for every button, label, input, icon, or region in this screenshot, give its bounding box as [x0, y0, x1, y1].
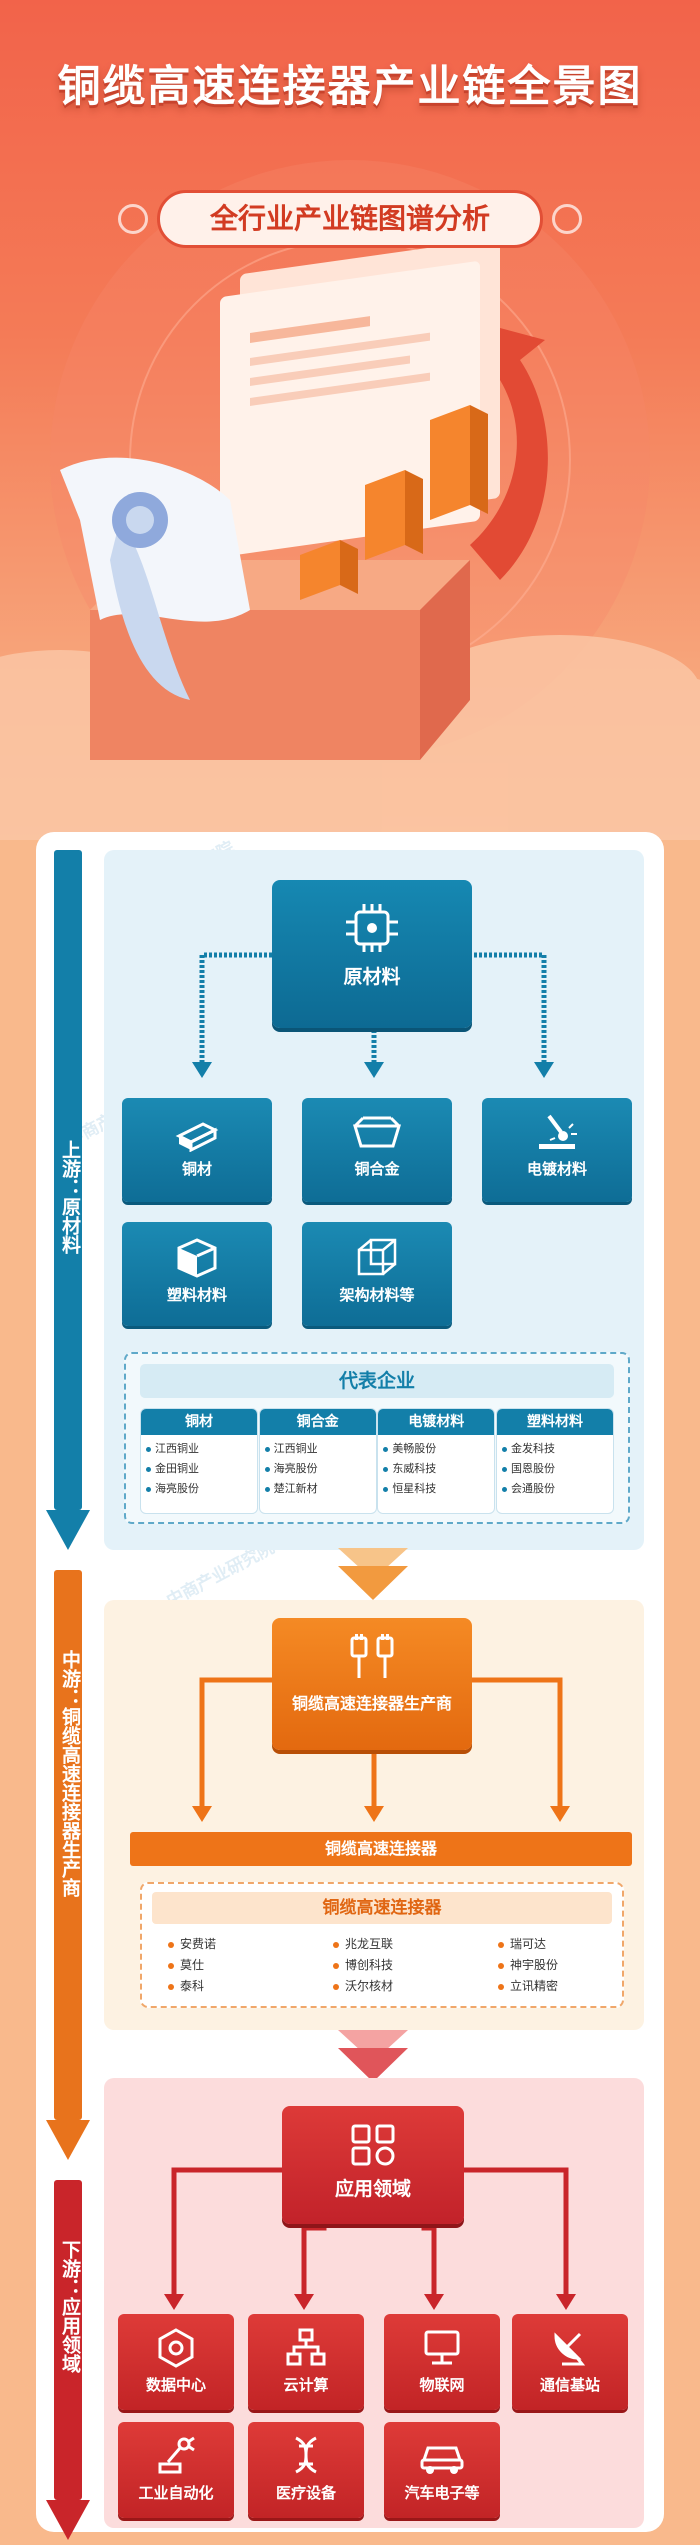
- company-name: 海亮股份: [141, 1479, 257, 1499]
- subtitle-pill: 全行业产业链图谱分析: [157, 190, 543, 248]
- upstream-hub-label: 原材料: [343, 966, 401, 988]
- company-name: 会通股份: [497, 1479, 613, 1499]
- tile-base-station: 通信基站: [512, 2314, 628, 2410]
- company-category: 铜合金: [259, 1409, 376, 1435]
- manufacturer-column: 瑞可达 神宇股份 立讯精密: [496, 1934, 606, 1997]
- manufacturer-name: 瑞可达: [496, 1934, 606, 1955]
- tile-auto-electronics: 汽车电子等: [384, 2422, 500, 2518]
- manufacturer-name: 沃尔核材: [331, 1976, 461, 1997]
- company-column: 电镀材料 美畅股份 东威科技 恒星科技: [377, 1408, 496, 1514]
- tile-label: 塑料材料: [166, 1286, 227, 1304]
- tile-cloud-computing: 云计算: [248, 2314, 364, 2410]
- manufacturers-grid: 安费诺 莫仕 泰科 兆龙互联 博创科技 沃尔核材 瑞可达 神宇股份 立讯精密: [166, 1934, 606, 1997]
- manufacturer-name: 莫仕: [166, 1955, 296, 1976]
- satellite-dish-icon: [554, 2332, 586, 2366]
- tile-plating: 电镀材料: [482, 1098, 632, 1202]
- tile-label: 铜合金: [354, 1160, 400, 1178]
- company-name: 美畅股份: [378, 1439, 494, 1459]
- header-illustration: [0, 160, 700, 840]
- stage-arrows: [46, 850, 90, 2540]
- page-title: 铜缆高速连接器产业链全景图: [57, 62, 643, 112]
- company-name: 江西铜业: [260, 1439, 376, 1459]
- tile-medical-equipment: 医疗设备: [248, 2422, 364, 2518]
- manufacturer-name: 神宇股份: [496, 1955, 606, 1976]
- company-name: 国恩股份: [497, 1459, 613, 1479]
- manufacturer-name: 安费诺: [166, 1934, 296, 1955]
- company-name: 金发科技: [497, 1439, 613, 1459]
- tile-copper: 铜材: [122, 1098, 272, 1202]
- apps-grid-icon: [351, 2124, 395, 2166]
- company-category: 电镀材料: [378, 1409, 495, 1435]
- company-column: 塑料材料 金发科技 国恩股份 会通股份: [495, 1408, 614, 1514]
- tile-plastic: 塑料材料: [122, 1222, 272, 1326]
- dna-icon: [295, 2436, 317, 2474]
- company-category: 塑料材料: [496, 1409, 613, 1435]
- company-name: 东威科技: [378, 1459, 494, 1479]
- data-center-icon: [158, 2328, 194, 2368]
- company-column: 铜材 江西铜业 金田铜业 海亮股份: [140, 1408, 258, 1514]
- tile-label: 医疗设备: [275, 2484, 336, 2502]
- companies-grid: 铜材 江西铜业 金田铜业 海亮股份 铜合金 江西铜业 海亮股份 楚江新材 电镀材…: [140, 1408, 614, 1518]
- midstream-hub: 铜缆高速连接器生产商: [272, 1618, 472, 1750]
- stage-label-upstream: 上游：原材料: [59, 1140, 81, 1254]
- pill-decoration-left-icon: [118, 204, 148, 234]
- connector-plug-icon: [350, 1634, 394, 1678]
- company-name: 海亮股份: [260, 1459, 376, 1479]
- company-name: 楚江新材: [260, 1479, 376, 1499]
- midstream-connectors: [192, 1677, 570, 1822]
- stage-label-midstream: 中游：铜缆高速连接器生产商: [59, 1650, 81, 1897]
- tile-label: 数据中心: [145, 2376, 206, 2394]
- tile-label: 物联网: [419, 2376, 465, 2394]
- company-name: 金田铜业: [141, 1459, 257, 1479]
- manufacturer-name: 立讯精密: [496, 1976, 606, 1997]
- tile-label: 架构材料等: [339, 1286, 415, 1304]
- alloy-tray-icon: [352, 1116, 402, 1148]
- tile-label: 铜材: [181, 1160, 212, 1178]
- manufacturers-title: 铜缆高速连接器: [152, 1892, 612, 1924]
- car-icon: [420, 2446, 464, 2474]
- manufacturer-name: 博创科技: [331, 1955, 461, 1976]
- company-name: 恒星科技: [378, 1479, 494, 1499]
- chevron-down-icon: [338, 2030, 408, 2082]
- companies-title: 代表企业: [140, 1364, 614, 1398]
- header-banner: 铜缆高速连接器产业链全景图 全行业产业链图谱分析: [0, 0, 700, 840]
- downstream-hub: 应用领域: [282, 2106, 464, 2224]
- tile-label: 通信基站: [539, 2376, 600, 2394]
- robot-arm-icon: [158, 2436, 195, 2474]
- midstream-hub-label: 铜缆高速连接器生产商: [291, 1694, 452, 1713]
- copper-bar-icon: [175, 1122, 219, 1152]
- downstream-hub-label: 应用领域: [334, 2178, 411, 2200]
- tile-framework: 架构材料等: [302, 1222, 452, 1326]
- upstream-hub: 原材料: [272, 880, 472, 1028]
- company-name: 江西铜业: [141, 1439, 257, 1459]
- tile-industrial-automation: 工业自动化: [118, 2422, 234, 2518]
- manufacturer-name: 泰科: [166, 1976, 296, 1997]
- tile-copper-alloy: 铜合金: [302, 1098, 452, 1202]
- tile-label: 电镀材料: [526, 1160, 587, 1178]
- product-band: 铜缆高速连接器: [130, 1832, 632, 1866]
- frame-cube-icon: [357, 1238, 397, 1276]
- tile-iot: 物联网: [384, 2314, 500, 2410]
- company-category: 铜材: [141, 1409, 257, 1435]
- tile-label: 云计算: [283, 2376, 329, 2394]
- plating-icon: [539, 1114, 577, 1149]
- pill-decoration-right-icon: [552, 204, 582, 234]
- plastic-cube-icon: [177, 1238, 217, 1278]
- circuit-chip-icon: [346, 904, 398, 952]
- tile-data-center: 数据中心: [118, 2314, 234, 2410]
- tile-label: 汽车电子等: [404, 2484, 480, 2502]
- chevron-down-icon: [338, 1548, 408, 1600]
- cloud-network-icon: [286, 2328, 326, 2366]
- iot-monitor-icon: [424, 2330, 460, 2365]
- manufacturer-column: 安费诺 莫仕 泰科: [166, 1934, 296, 1997]
- company-column: 铜合金 江西铜业 海亮股份 楚江新材: [258, 1408, 377, 1514]
- manufacturer-name: 兆龙互联: [331, 1934, 461, 1955]
- stage-label-downstream: 下游：应用领域: [59, 2240, 81, 2373]
- manufacturer-column: 兆龙互联 博创科技 沃尔核材: [331, 1934, 461, 1997]
- tile-label: 工业自动化: [138, 2484, 214, 2502]
